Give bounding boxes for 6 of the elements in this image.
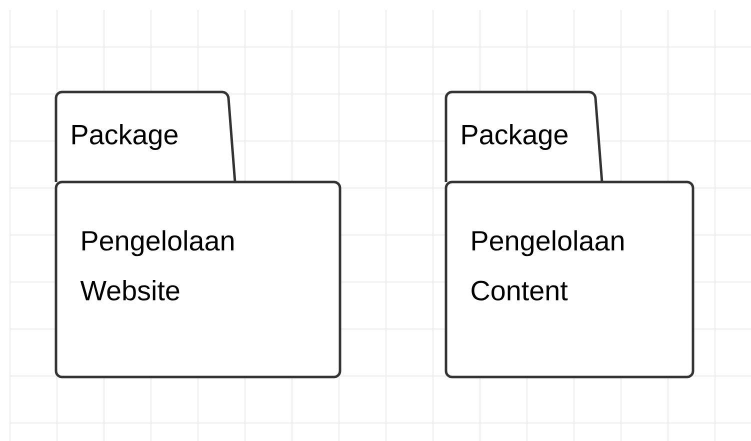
package-description: Pengelolaan Website: [80, 230, 234, 300]
package-description: Pengelolaan Content: [472, 230, 624, 300]
package-label: Package: [72, 124, 178, 150]
package-shape: [444, 90, 694, 378]
package-label: Package: [462, 124, 568, 150]
package-shape: [54, 90, 342, 378]
